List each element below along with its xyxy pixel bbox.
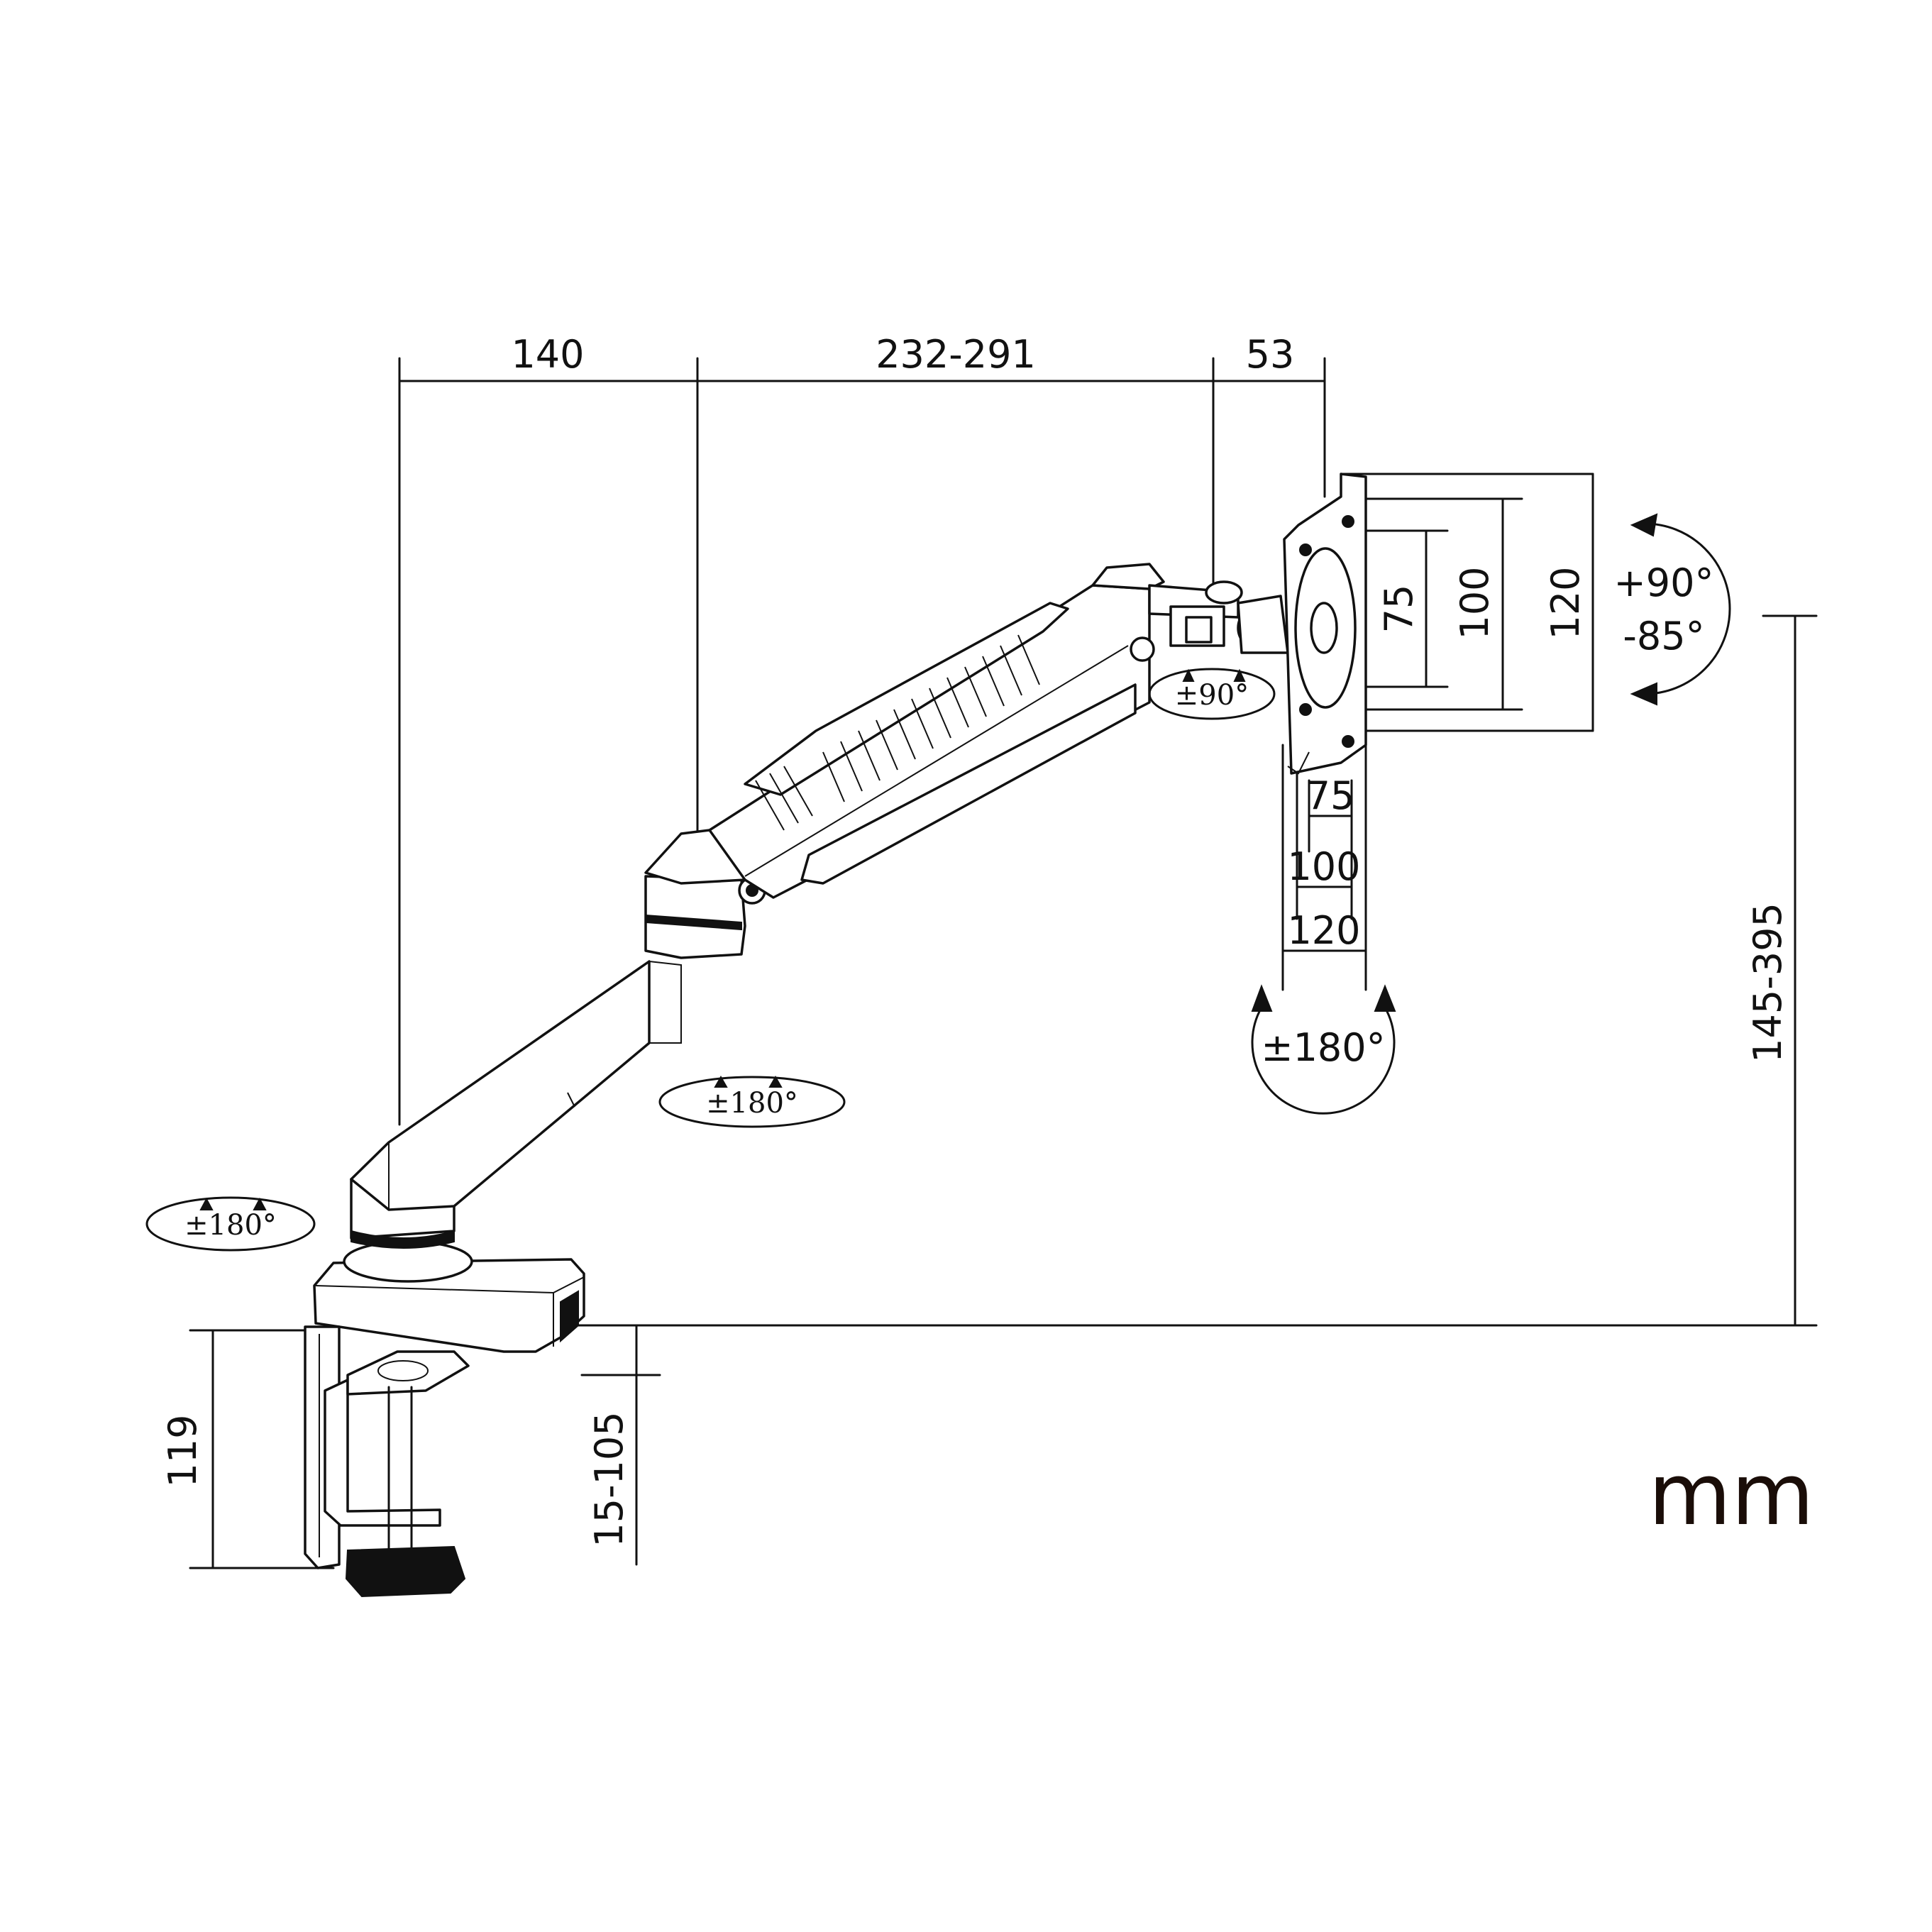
label-rotation-elbow: ±180° (706, 1087, 798, 1120)
height-dimension-lines (545, 614, 1818, 1327)
panel-rotation-arc-icon (1251, 1006, 1396, 1115)
top-dimension-lines (398, 357, 1326, 1126)
clamp-dimension-lines (189, 1324, 661, 1569)
dim-vesa-h-100: 100 (1287, 844, 1360, 889)
dim-232-291: 232-291 (876, 332, 1036, 377)
elbow-joint (644, 829, 766, 959)
lower-arm (350, 960, 682, 1249)
base-rotation-ellipse-icon (145, 1196, 316, 1252)
vesa-horizontal-dimension-lines (1281, 744, 1367, 991)
dim-15-105: 15-105 (587, 1411, 631, 1547)
swivel-head (1091, 563, 1289, 654)
dim-vesa-h-120: 120 (1287, 908, 1360, 953)
dim-53: 53 (1246, 332, 1295, 377)
dim-vesa-v-75: 75 (1376, 585, 1421, 634)
label-rotation-base: ±180° (184, 1209, 277, 1242)
vesa-vertical-dimension-lines (1340, 473, 1594, 732)
unit-label: mm (1648, 1446, 1814, 1545)
label-swivel-90: ±90° (1175, 679, 1249, 712)
dim-145-395: 145-395 (1745, 902, 1790, 1063)
vesa-plate (1283, 473, 1367, 775)
arm-grip-ridges (822, 634, 1040, 802)
dim-140: 140 (511, 332, 584, 377)
label-tilt-down: -85° (1623, 614, 1704, 658)
tilt-arc-icon (1643, 522, 1731, 695)
arm-rear-ridges (755, 766, 813, 831)
dim-119: 119 (160, 1414, 205, 1487)
swivel-ellipse-icon (1148, 668, 1276, 720)
monitor-arm-drawing (304, 473, 1367, 1598)
upper-arm (708, 584, 1155, 899)
label-rotation-panel: ±180° (1261, 1025, 1385, 1070)
dim-vesa-v-100: 100 (1452, 566, 1497, 639)
label-tilt-up: +90° (1614, 561, 1714, 605)
dim-vesa-v-120: 120 (1543, 566, 1588, 639)
elbow-rotation-ellipse-icon (658, 1076, 846, 1128)
clamp-base (304, 1240, 585, 1598)
dim-vesa-h-75: 75 (1306, 773, 1355, 818)
